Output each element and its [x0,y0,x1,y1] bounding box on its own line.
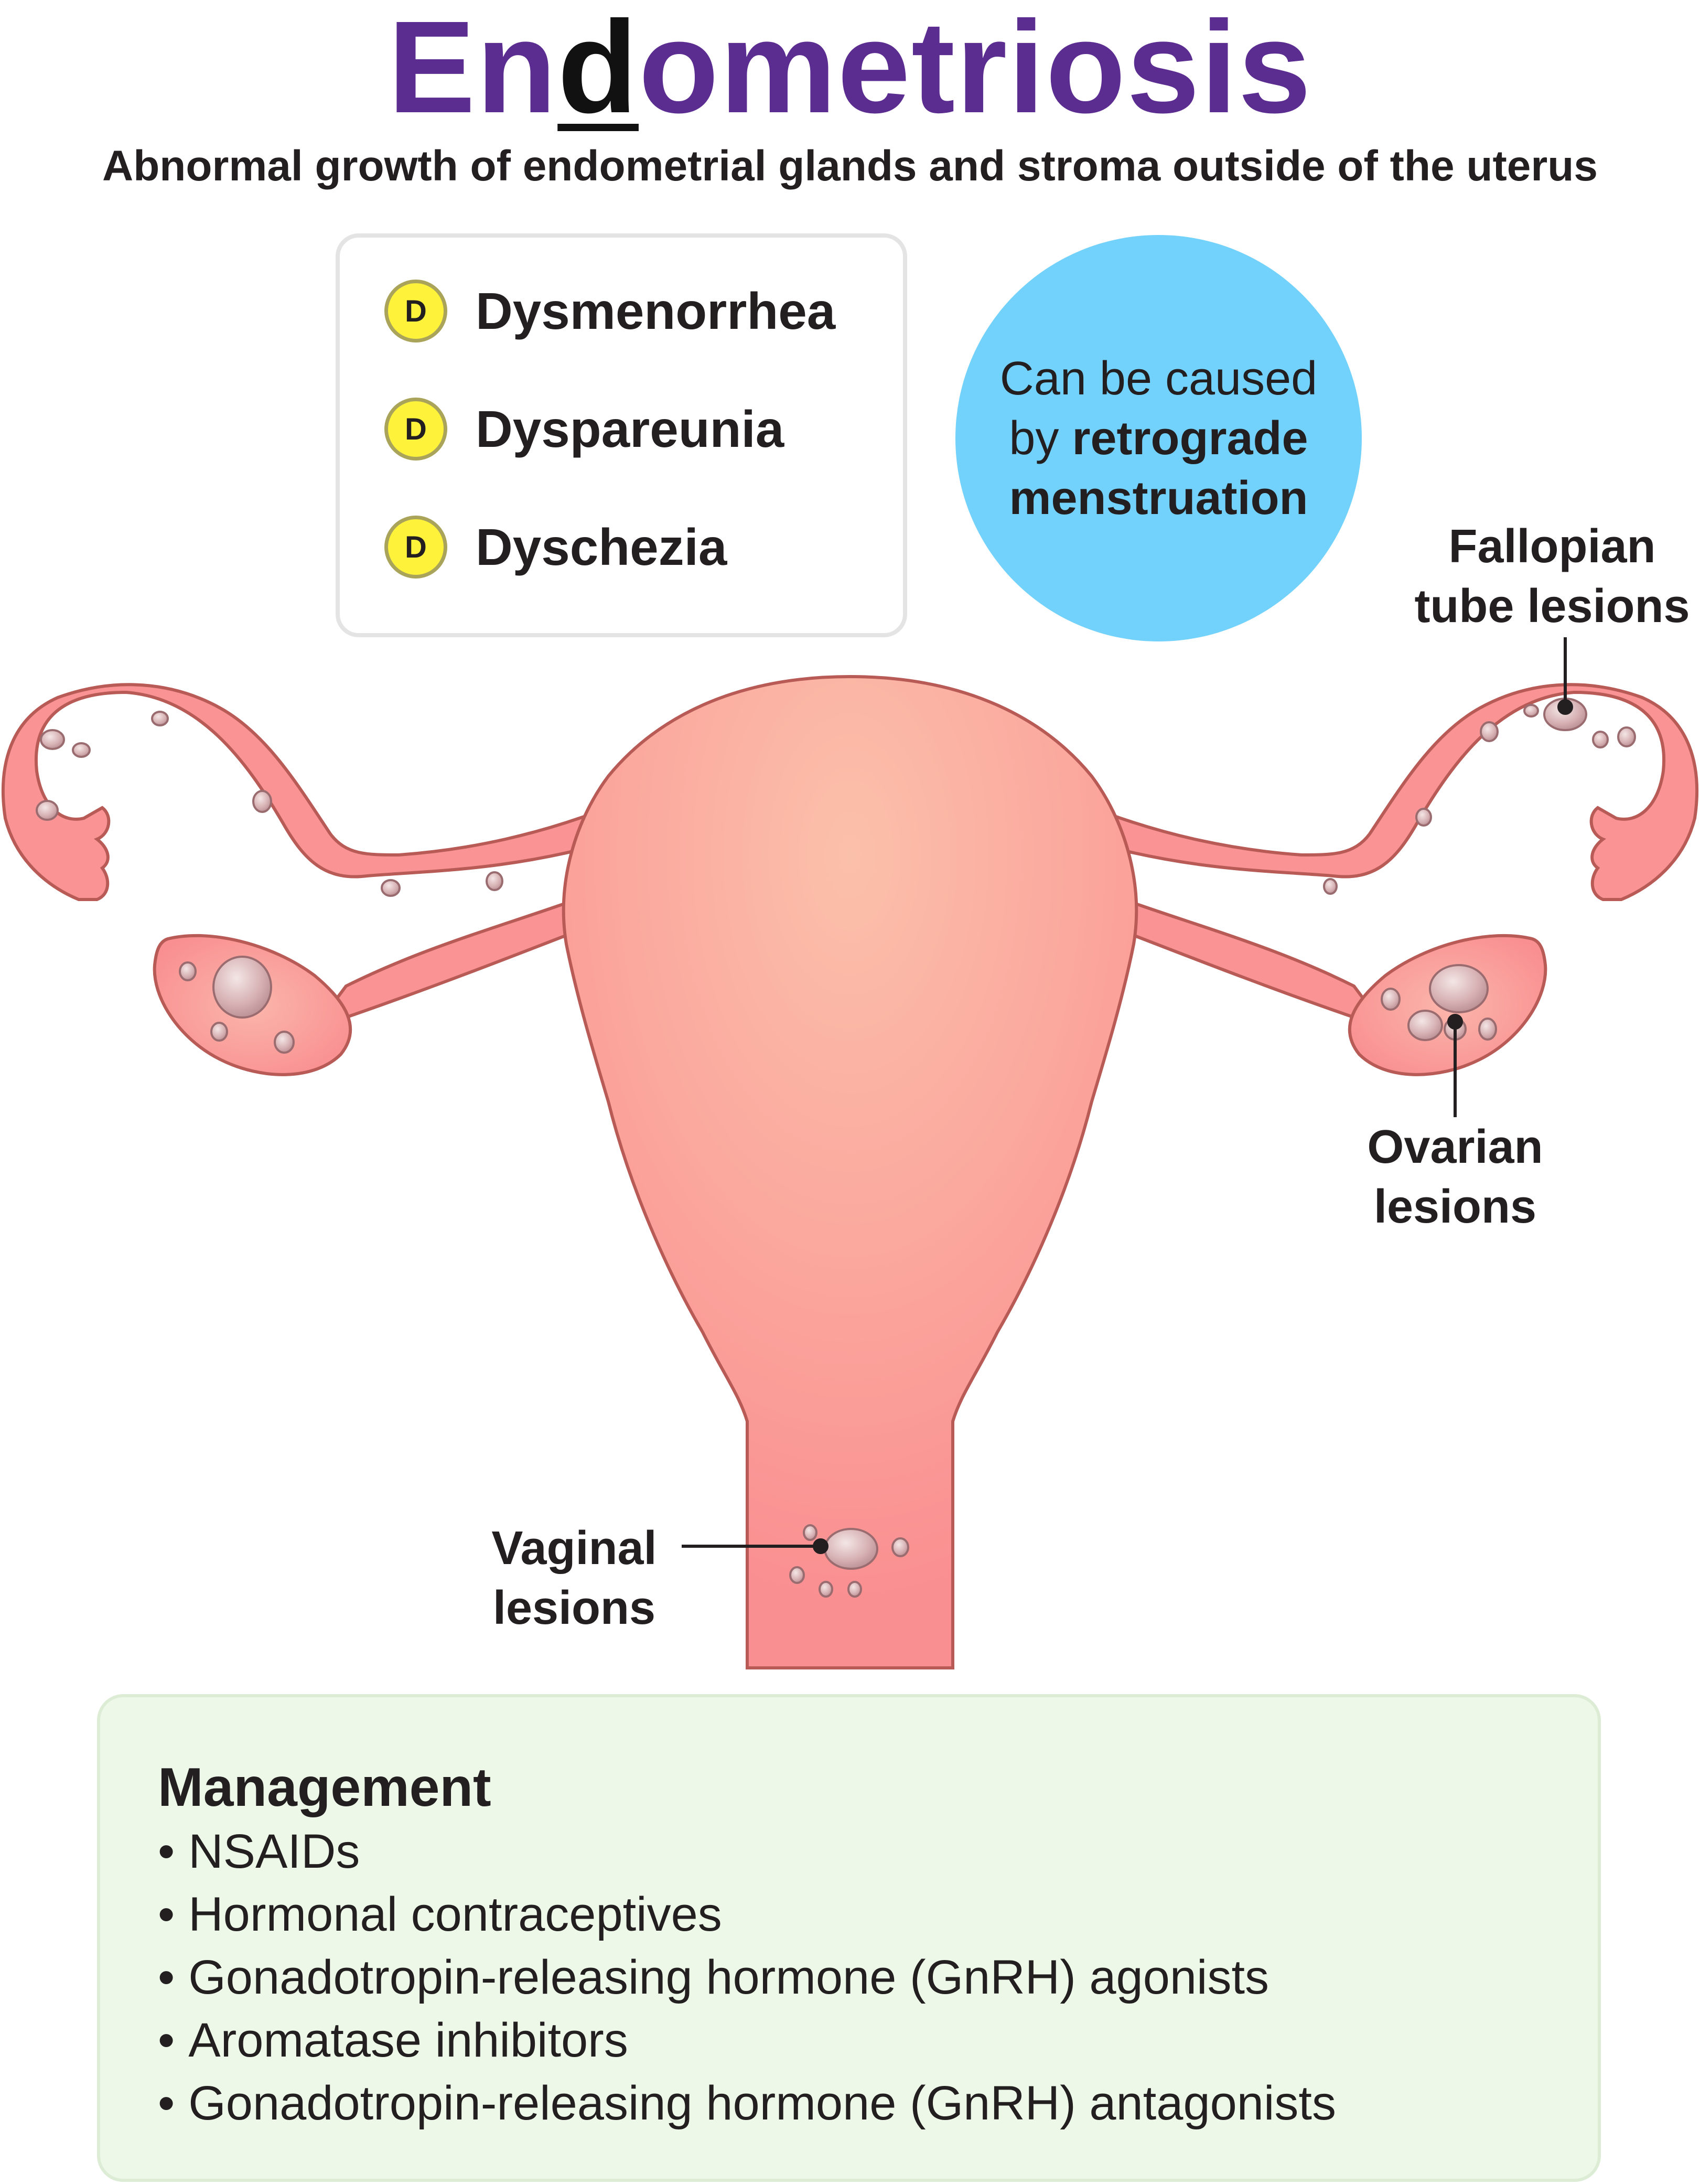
left-ovarian-ligament [310,889,599,1031]
title-emphasis-letter: d [557,0,639,140]
cause-line-2-bold: retrograde [1072,412,1308,465]
cause-line-2-plain: by [1009,412,1072,465]
right-ovary-lesions [1381,964,1497,1041]
cause-line-3: menstruation [1009,468,1308,528]
bullet-icon: • [158,1825,175,1878]
management-item-text: Gonadotropin-releasing hormone (GnRH) ag… [188,1951,1269,2004]
vaginal-label: Vaginal lesions [472,1518,676,1638]
management-item: •NSAIDs [158,1820,1598,1883]
management-item: •Hormonal contraceptives [158,1883,1598,1946]
d-badge-icon: D [384,398,447,461]
symptom-item: D Dysmenorrhea [384,274,835,348]
management-item-text: NSAIDs [188,1825,360,1878]
ovarian-label: Ovarian lesions [1332,1117,1578,1237]
ovarian-label-line-1: Ovarian [1367,1121,1543,1173]
symptom-item: D Dyschezia [384,510,727,584]
symptom-label: Dyschezia [476,518,727,576]
management-item-text: Hormonal contraceptives [188,1888,722,1941]
cause-line-1: Can be caused [999,352,1318,405]
bullet-icon: • [158,1951,175,2004]
uterus-body [562,675,1138,1669]
bullet-icon: • [158,2014,175,2067]
page-subtitle: Abnormal growth of endometrial glands an… [102,142,1598,190]
right-ovarian-ligament [1101,889,1390,1031]
d-badge-icon: D [384,280,447,342]
left-fallopian-tube [1,683,621,901]
management-item-text: Aromatase inhibitors [188,2014,628,2067]
management-item: •Gonadotropin-releasing hormone (GnRH) a… [158,2072,1598,2135]
title-suffix: ometriosis [638,0,1312,140]
title-prefix: En [388,0,558,140]
cause-line-2: by retrograde [1009,409,1308,468]
management-item-text: Gonadotropin-releasing hormone (GnRH) an… [188,2076,1336,2130]
management-title: Management [158,1757,491,1818]
vaginal-label-line-2: lesions [492,1582,656,1634]
fallopian-label-line-1: Fallopian [1448,520,1656,573]
left-ovary-lesions [179,956,295,1054]
d-badge-icon: D [384,516,447,579]
cause-line-3-bold: menstruation [1009,472,1308,524]
vaginal-label-line-1: Vaginal [491,1522,657,1575]
management-item: •Gonadotropin-releasing hormone (GnRH) a… [158,1946,1598,2009]
left-tube-lesions [36,711,503,897]
cause-bubble: Can be caused by retrograde menstruation [955,235,1362,641]
right-fallopian-tube [1079,683,1699,901]
fallopian-tube-label: Fallopian tube lesions [1411,517,1694,636]
symptom-label: Dysmenorrhea [476,282,836,340]
ovarian-label-line-2: lesions [1373,1181,1537,1233]
symptom-label: Dyspareunia [476,400,784,458]
fallopian-label-line-2: tube lesions [1414,580,1690,633]
bullet-icon: • [158,2076,175,2130]
vaginal-lesions [789,1524,909,1598]
symptoms-panel: D Dysmenorrhea D Dyspareunia D Dyschezia [336,233,907,637]
leader-lines [682,637,1573,1554]
management-item: •Aromatase inhibitors [158,2009,1598,2072]
bullet-icon: • [158,1888,175,1941]
management-panel: Management •NSAIDs •Hormonal contracepti… [97,1694,1601,2182]
page-title: Endometriosis [0,2,1700,133]
symptom-item: D Dyspareunia [384,392,784,466]
